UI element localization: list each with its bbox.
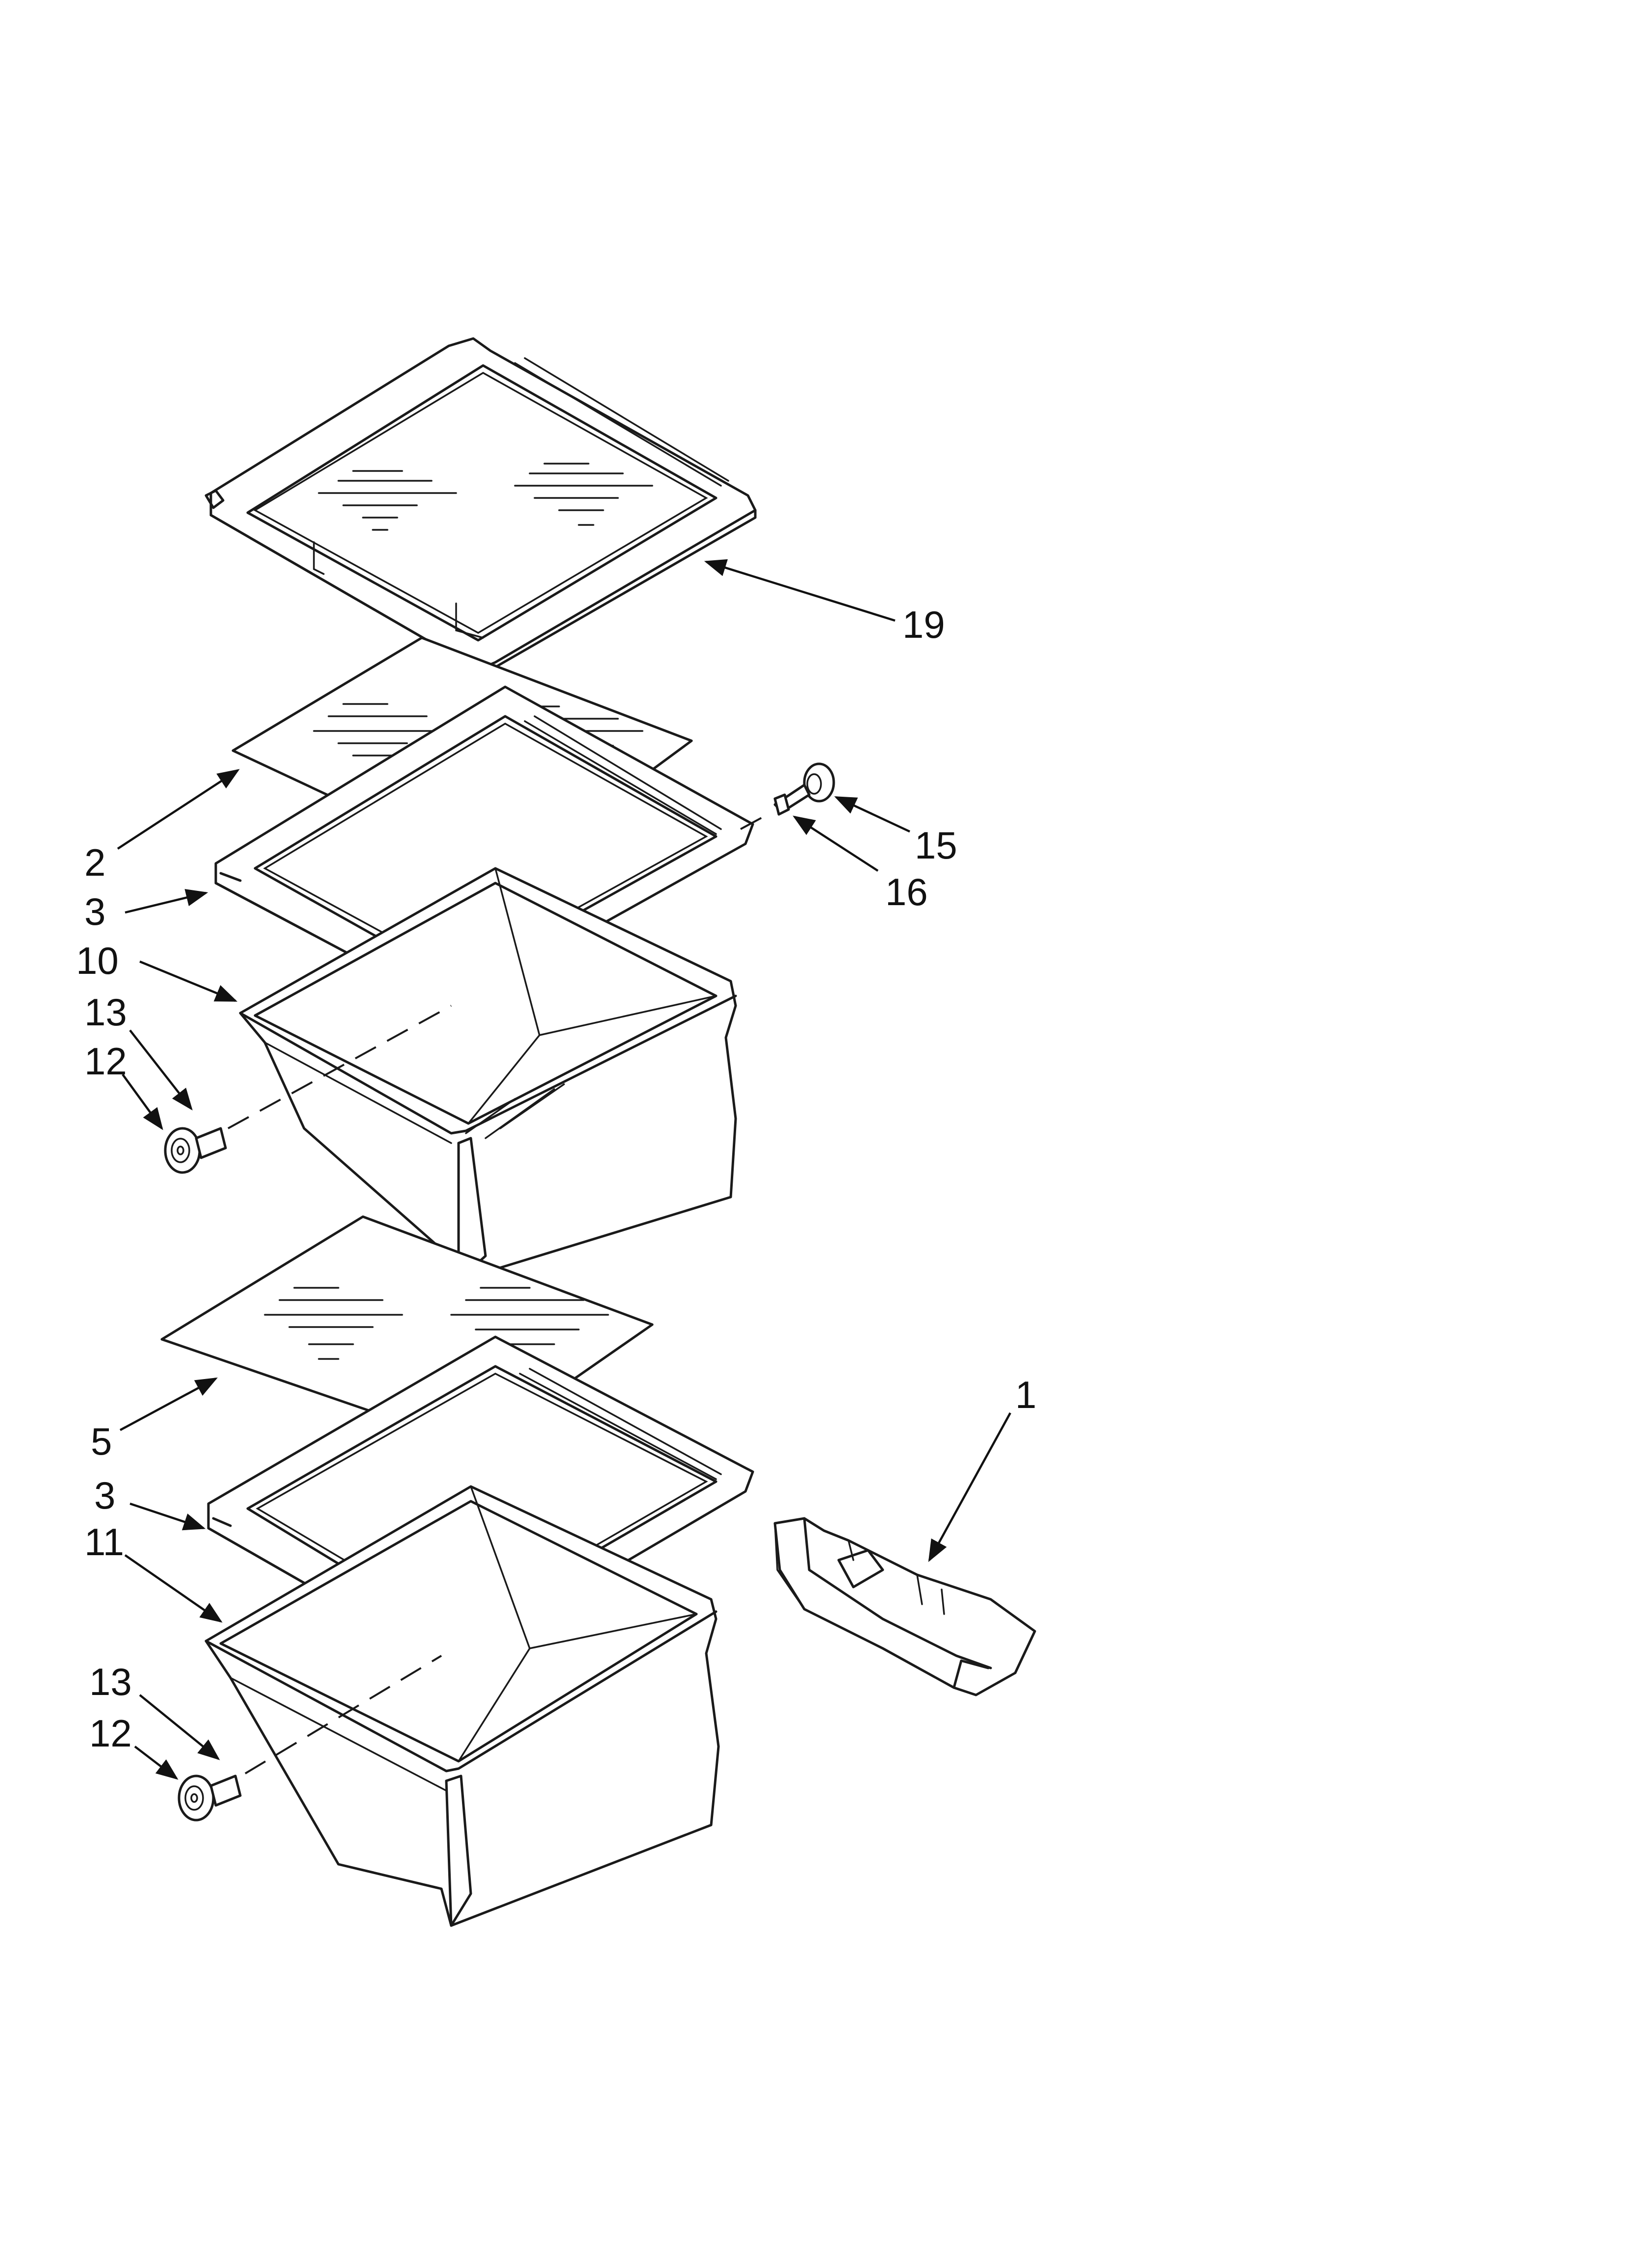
leader-15	[834, 796, 910, 833]
callout-15: 15	[915, 824, 957, 867]
leader-2	[117, 769, 240, 850]
callout-10: 10	[76, 939, 119, 982]
leader-3b	[129, 1502, 206, 1531]
shelf-frame-part	[205, 337, 757, 678]
callout-labels: 19 2 3 10 13 12 15 16 5 3 11 13 12 1	[76, 603, 1036, 1755]
leader-1	[928, 1412, 1011, 1562]
screw-16-part	[773, 783, 811, 816]
lower-roller-12-part	[178, 1774, 215, 1822]
callout-2: 2	[84, 841, 105, 884]
callout-13-upper: 13	[84, 991, 127, 1034]
callout-3-upper: 3	[84, 890, 105, 933]
lower-crisper-drawer-part	[205, 1485, 720, 1927]
leader-13b	[139, 1694, 220, 1760]
leader-19	[704, 559, 896, 622]
callout-19: 19	[902, 603, 945, 646]
leader-11	[124, 1554, 223, 1623]
upper-roller-12-part	[164, 1127, 201, 1174]
leader-5	[119, 1377, 218, 1431]
upper-crisper-drawer-part	[239, 867, 737, 1282]
screw-axis-line	[740, 811, 773, 830]
callout-16: 16	[885, 870, 928, 913]
deflector-trough-part	[773, 1517, 1036, 1696]
leader-13a	[129, 1029, 193, 1111]
leader-lines	[117, 559, 1011, 1780]
leader-12b	[134, 1746, 179, 1780]
callout-5: 5	[91, 1420, 112, 1463]
lower-screw-13-part	[209, 1774, 242, 1807]
leader-10	[139, 960, 238, 1002]
leader-12a	[122, 1073, 163, 1130]
callout-12-lower: 12	[89, 1712, 132, 1755]
callout-12-upper: 12	[84, 1040, 127, 1083]
callout-1: 1	[1015, 1373, 1036, 1416]
roller-15-part	[803, 762, 835, 803]
upper-roller-axis-line	[228, 1005, 452, 1129]
callout-13-lower: 13	[89, 1660, 132, 1703]
callout-11: 11	[84, 1520, 124, 1564]
lower-roller-axis-line	[244, 1655, 442, 1774]
leader-3a	[125, 889, 208, 914]
callout-3-lower: 3	[94, 1474, 115, 1517]
upper-screw-13-part	[195, 1127, 227, 1159]
leader-16	[793, 815, 879, 872]
